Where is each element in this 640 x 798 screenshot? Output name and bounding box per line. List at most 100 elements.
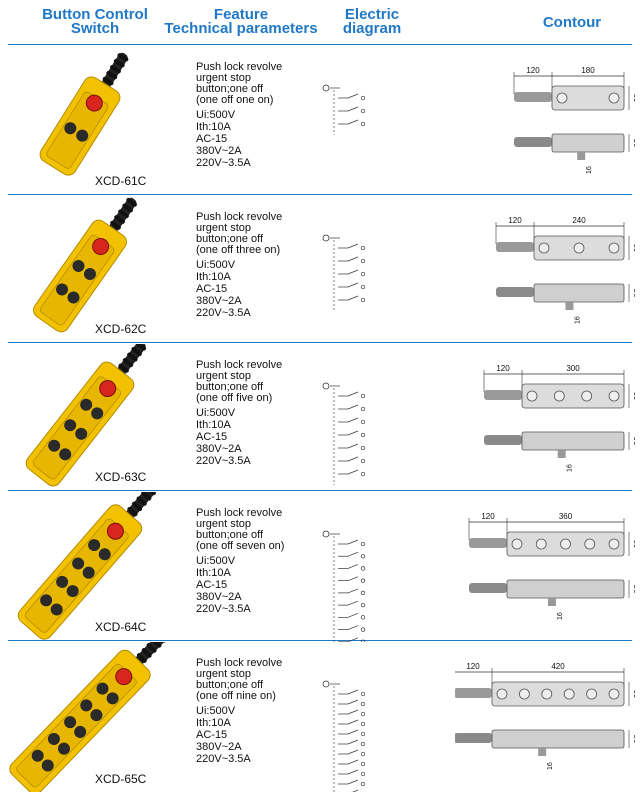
push-button xyxy=(98,548,111,561)
parameter-line: AC-15 xyxy=(196,729,228,741)
feature-line: urgent stop xyxy=(196,518,252,530)
push-button xyxy=(76,129,89,142)
button-outline xyxy=(535,538,547,550)
cable-ring xyxy=(131,347,142,356)
diagram-head-symbol xyxy=(322,234,330,242)
diagram-terminal xyxy=(360,781,366,787)
pendant-body xyxy=(39,52,129,176)
diagram-contact xyxy=(347,430,359,436)
diagram-contact xyxy=(347,282,359,288)
diagram-contact xyxy=(347,564,359,569)
diagram-terminal xyxy=(360,271,366,277)
diagram-terminal xyxy=(360,761,366,767)
pendant-image xyxy=(32,197,137,333)
electric-diagram xyxy=(322,680,366,792)
dim-height: 69 xyxy=(632,392,635,401)
diagram-contact xyxy=(347,625,359,630)
push-button xyxy=(90,709,103,722)
parameter-line: Ith:10A xyxy=(196,271,231,283)
feature-line: (one off one on) xyxy=(196,94,274,106)
push-button xyxy=(82,566,95,579)
diagram-contact xyxy=(347,719,359,725)
diagram-contact xyxy=(347,600,359,606)
diagram-contact xyxy=(347,269,359,275)
parameter-line: 380V~2A xyxy=(196,145,242,157)
feature-line: urgent stop xyxy=(196,370,252,382)
pendant-image xyxy=(9,642,167,792)
header-text: Button Control xyxy=(42,6,148,23)
push-button xyxy=(74,725,87,738)
body-sideview xyxy=(533,283,625,303)
diagram-contact xyxy=(347,106,359,112)
emergency-stop-button xyxy=(99,380,117,398)
diagram-terminal xyxy=(360,627,366,632)
parameter-line: Ui:500V xyxy=(196,407,236,419)
push-button xyxy=(50,603,63,616)
cable-ring xyxy=(127,506,138,517)
pendant-image xyxy=(17,492,156,640)
feature-line: button;one off xyxy=(196,529,264,541)
header-feature: Feature Technical parameters xyxy=(152,6,330,36)
diagram-terminal xyxy=(360,731,366,737)
parameter-line: AC-15 xyxy=(196,133,228,145)
dim-body-length: 240 xyxy=(572,216,586,225)
dim-depth: 56 xyxy=(632,437,635,446)
parameter-line: 380V~2A xyxy=(196,295,242,307)
dim-body-length: 300 xyxy=(566,364,580,373)
pendant-image xyxy=(25,344,147,487)
push-button xyxy=(47,732,60,745)
cable-ring xyxy=(102,76,114,86)
push-button xyxy=(64,419,77,432)
feature-line: button;one off xyxy=(196,381,264,393)
diagram-head-symbol xyxy=(322,530,330,538)
parameter-line: 220V~3.5A xyxy=(196,753,251,765)
parameter-line: Ui:500V xyxy=(196,705,236,717)
header-text: Electric xyxy=(344,6,400,23)
feature-line: Push lock revolve xyxy=(196,61,283,73)
button-outline xyxy=(553,390,565,402)
button-outline xyxy=(581,390,593,402)
parameter-line: 220V~3.5A xyxy=(196,307,251,319)
diagram-contact xyxy=(347,613,359,618)
diagram-contact xyxy=(347,729,359,735)
push-button xyxy=(59,448,72,461)
diagram-head-symbol xyxy=(322,84,330,92)
parameter-line: 220V~3.5A xyxy=(196,455,251,467)
model-number: XCD-61C xyxy=(95,174,147,188)
hanging-hook xyxy=(577,152,586,160)
diagram-contact xyxy=(347,469,359,475)
parameter-line: Ui:500V xyxy=(196,109,236,121)
header-text: Feature xyxy=(213,6,269,23)
parameter-line: Ui:500V xyxy=(196,259,236,271)
parameter-line: Ith:10A xyxy=(196,419,231,431)
diagram-contact xyxy=(347,243,359,249)
parameter-line: Ith:10A xyxy=(196,567,231,579)
dim-bottom: 16 xyxy=(586,166,593,174)
diagram-contact xyxy=(347,443,359,449)
parameter-line: Ith:10A xyxy=(196,717,231,729)
diagram-contact xyxy=(347,588,359,594)
cable-ring xyxy=(114,215,125,224)
emergency-stop-button xyxy=(115,668,133,686)
diagram-contact xyxy=(347,576,359,581)
hanging-hook xyxy=(547,598,556,606)
diagram-terminal xyxy=(360,297,366,303)
button-outline xyxy=(584,538,596,550)
hanging-hook xyxy=(538,748,547,756)
button-outline xyxy=(608,92,620,104)
header-button-control-switch: Button Control Switch xyxy=(30,6,160,36)
parameter-line: AC-15 xyxy=(196,283,228,295)
dim-bottom: 16 xyxy=(547,762,554,770)
dim-height: 69 xyxy=(632,244,635,253)
diagram-terminal xyxy=(360,95,366,101)
cable-topview xyxy=(484,390,522,400)
button-outline xyxy=(496,688,508,700)
button-outline xyxy=(608,242,620,254)
